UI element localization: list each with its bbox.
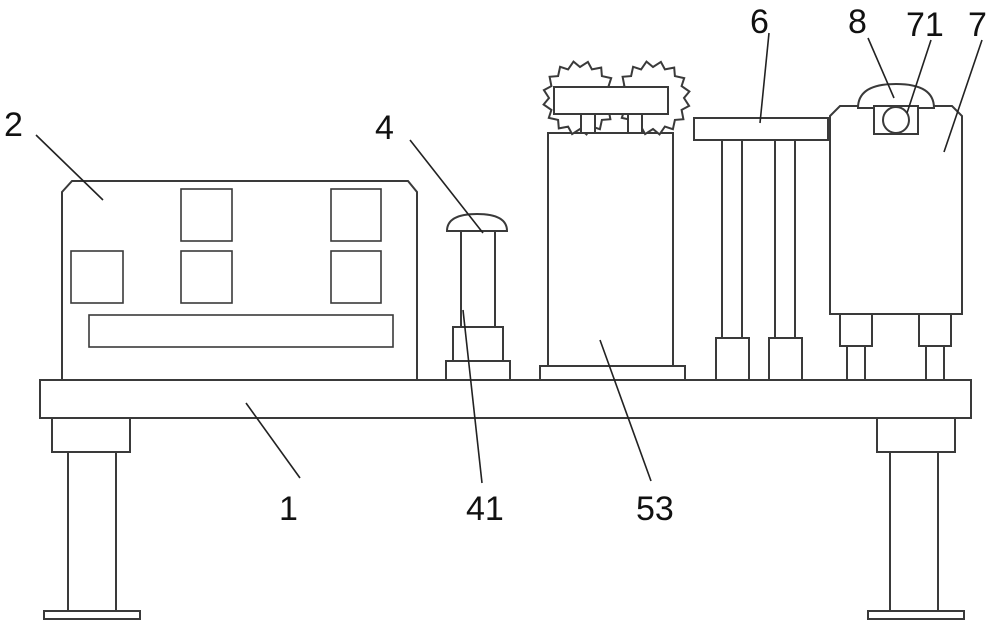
- left-leg: [43, 417, 141, 620]
- label-lamp-post: 41: [466, 490, 504, 528]
- table-top: [39, 379, 972, 419]
- label-right-box: 7: [968, 6, 987, 44]
- label-frame: 1: [279, 490, 298, 528]
- panel-window: [180, 250, 233, 304]
- label-cover: 8: [848, 3, 867, 41]
- right-leg: [867, 417, 965, 620]
- leader-line: [759, 32, 770, 124]
- leader-line: [906, 39, 932, 114]
- label-plate: 6: [750, 3, 769, 41]
- panel-window: [180, 188, 233, 242]
- leader-line: [943, 39, 983, 153]
- plate-assembly: [693, 117, 829, 381]
- panel-window: [330, 188, 382, 242]
- leader-line: [245, 402, 301, 479]
- control-box: [61, 180, 418, 381]
- panel-window: [330, 250, 382, 304]
- leader-line: [35, 134, 104, 201]
- panel-window: [70, 250, 124, 304]
- label-column: 53: [636, 490, 674, 528]
- leader-line: [867, 37, 895, 99]
- panel-slot: [88, 314, 394, 348]
- leader-line: [462, 309, 483, 484]
- label-lamp: 4: [375, 109, 394, 147]
- leader-line: [409, 139, 484, 234]
- label-roller: 71: [906, 6, 944, 44]
- leader-lines: [35, 32, 983, 484]
- lamp-assembly: [445, 212, 511, 381]
- leader-line: [599, 339, 652, 482]
- right-box-assembly: [829, 82, 963, 381]
- reference-labels: 2 4 1 41 53 6 8 71 7: [4, 3, 987, 528]
- column-assembly: [539, 60, 691, 381]
- label-control-box: 2: [4, 106, 23, 144]
